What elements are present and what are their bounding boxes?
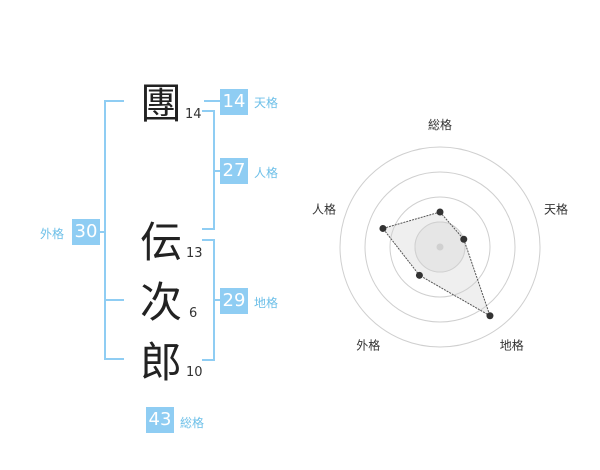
radar-ring	[364, 171, 516, 323]
radar-point-1	[460, 235, 468, 243]
chikaku-value: 29	[220, 288, 248, 314]
gaikaku-split-tick	[104, 299, 124, 301]
given-char-3: 郎	[139, 338, 182, 387]
soukaku-value: 43	[146, 407, 174, 433]
tenkaku-connector	[204, 100, 220, 102]
surname-char-1: 團	[139, 79, 182, 128]
jinkaku-label: 人格	[254, 166, 279, 180]
gaikaku-connector	[98, 231, 106, 233]
chikaku-connector	[213, 299, 221, 301]
radar-center-dot	[436, 243, 444, 251]
radar-ring	[389, 196, 491, 298]
given-char-3-strokes: 10	[186, 365, 203, 380]
radar-axis-label-0: 総格	[428, 117, 452, 132]
radar-axis-label-1: 天格	[544, 201, 568, 216]
radar-axis-label-3: 外格	[356, 338, 380, 353]
chikaku-label: 地格	[254, 296, 279, 310]
gaikaku-bracket	[104, 100, 124, 360]
gaikaku-label: 外格	[40, 227, 65, 241]
radar-axis-label-4: 人格	[312, 201, 336, 216]
radar-series-polygon	[382, 211, 491, 317]
given-char-2-strokes: 6	[189, 306, 198, 321]
soukaku-label: 総格	[180, 416, 205, 430]
given-char-1-strokes: 13	[186, 246, 203, 261]
radar-point-0	[436, 208, 444, 216]
radar-ring	[339, 146, 541, 348]
surname-char-1-strokes: 14	[185, 107, 202, 122]
jinkaku-connector	[213, 170, 221, 172]
radar-point-3	[415, 271, 423, 279]
given-char-1: 伝	[139, 218, 182, 267]
radar-point-2	[486, 312, 494, 320]
given-char-2: 次	[139, 278, 182, 327]
gaikaku-value: 30	[72, 219, 100, 245]
radar-axis-label-2: 地格	[500, 338, 524, 353]
radar-point-4	[379, 224, 387, 232]
tenkaku-label: 天格	[254, 96, 279, 110]
tenkaku-value: 14	[220, 89, 248, 115]
jinkaku-value: 27	[220, 158, 248, 184]
